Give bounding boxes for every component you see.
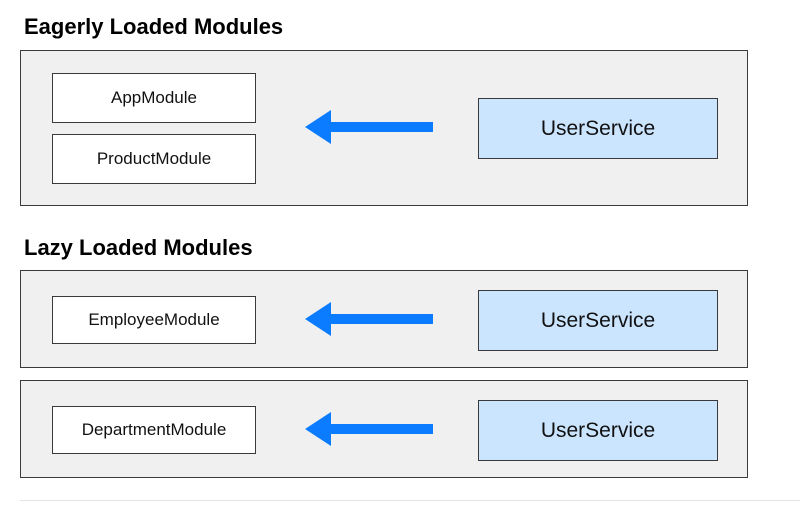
eager-section-title: Eagerly Loaded Modules <box>24 14 284 39</box>
user-service-box-department: UserService <box>478 400 718 461</box>
user-service-box-eager: UserService <box>478 98 718 159</box>
lazy-section-title: Lazy Loaded Modules <box>24 235 253 260</box>
bottom-divider <box>20 500 800 501</box>
arrow-left-icon <box>305 302 433 336</box>
lazy-department-panel: DepartmentModule UserService <box>20 380 748 478</box>
lazy-employee-panel: EmployeeModule UserService <box>20 270 748 368</box>
module-box-employee: EmployeeModule <box>52 296 256 344</box>
arrow-left-icon <box>305 412 433 446</box>
module-box-department: DepartmentModule <box>52 406 256 454</box>
module-box-app: AppModule <box>52 73 256 123</box>
user-service-box-employee: UserService <box>478 290 718 351</box>
module-box-product: ProductModule <box>52 134 256 184</box>
eager-modules-panel: AppModule ProductModule UserService <box>20 50 748 206</box>
arrow-left-icon <box>305 110 433 144</box>
